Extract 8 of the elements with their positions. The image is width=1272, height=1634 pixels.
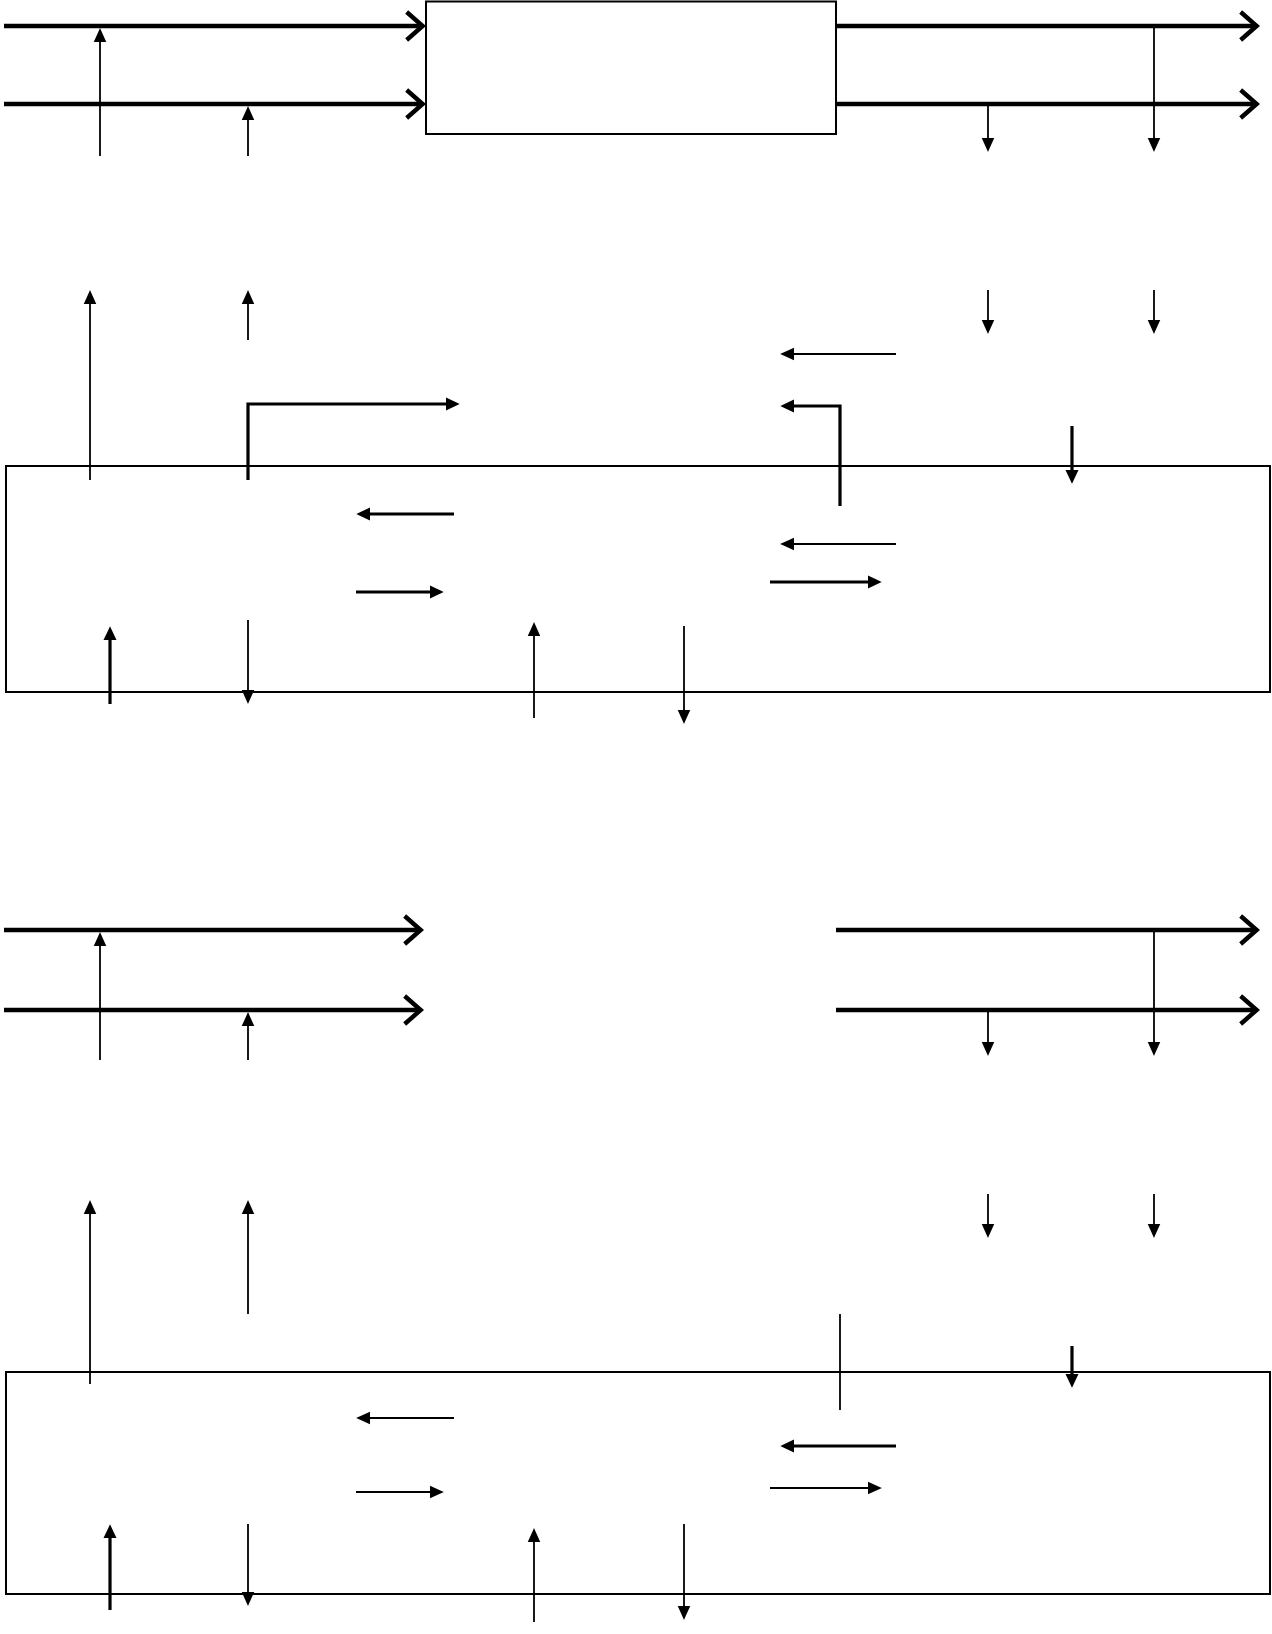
arrow [836, 10, 1260, 42]
connector-line [839, 1313, 841, 1411]
process-box [425, 0, 837, 135]
arrow [4, 88, 426, 120]
arrow [836, 88, 1260, 120]
arrow [4, 10, 426, 42]
frame-box [5, 1371, 1271, 1595]
frame-box [5, 465, 1271, 693]
